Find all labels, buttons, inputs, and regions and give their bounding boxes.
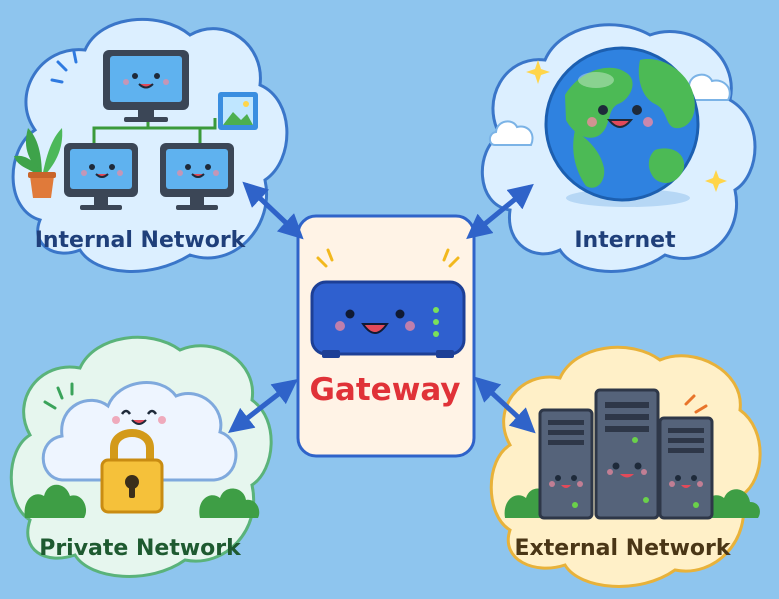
monitor-icon xyxy=(103,50,189,122)
internet-node xyxy=(480,23,757,273)
router-icon xyxy=(310,280,466,358)
gateway-label: Gateway xyxy=(309,372,461,408)
internet-label: Internet xyxy=(574,228,676,253)
external-network-node xyxy=(489,345,762,588)
arrow-gateway-external xyxy=(474,376,536,434)
sparkle-lines-icon xyxy=(43,382,74,410)
private-network-node xyxy=(9,335,273,578)
monitor-icon xyxy=(64,143,138,210)
monitor-icon xyxy=(160,143,234,210)
connection-arrows xyxy=(228,181,536,434)
internal-network-node xyxy=(11,17,289,273)
server-icon xyxy=(658,416,714,520)
server-icon xyxy=(538,408,594,520)
arrow-gateway-internal xyxy=(242,181,304,240)
sparkle-lines-icon xyxy=(316,248,460,268)
lock-icon xyxy=(100,429,164,514)
bush-icon xyxy=(24,484,260,518)
small-cloud-icon xyxy=(488,120,534,146)
arrow-gateway-private xyxy=(228,378,298,434)
internal-network-label: Internal Network xyxy=(34,228,246,253)
sparkle-icon xyxy=(526,60,727,192)
sparkle-lines-icon xyxy=(50,50,78,84)
server-icon xyxy=(594,388,660,520)
arrow-gateway-internet xyxy=(466,183,534,240)
external-network-label: External Network xyxy=(514,536,731,561)
picture-icon xyxy=(218,92,258,130)
globe-icon xyxy=(544,46,700,207)
plant-icon xyxy=(14,128,63,198)
private-network-label: Private Network xyxy=(39,536,241,561)
gateway-node xyxy=(296,214,476,458)
